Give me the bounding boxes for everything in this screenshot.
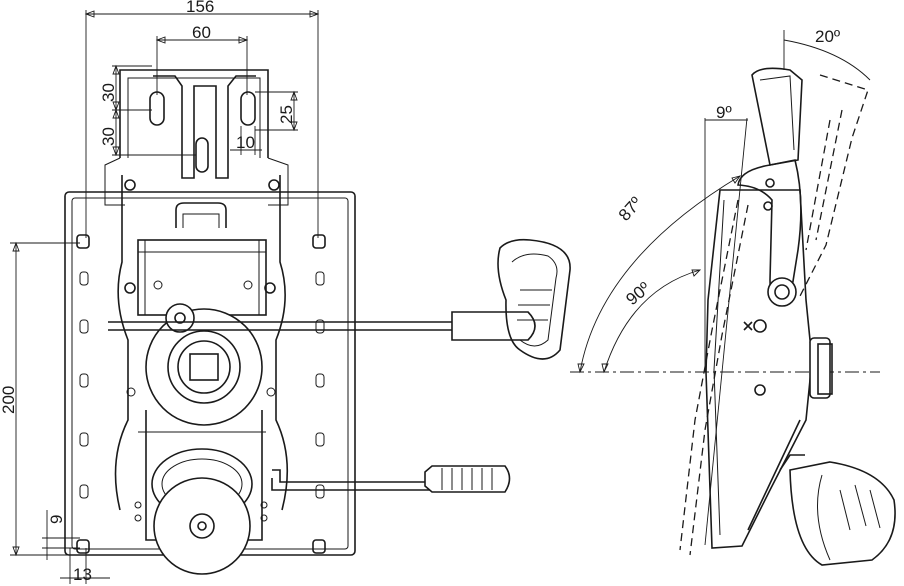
side-mechanism — [705, 67, 813, 549]
front-dimension-labels: 156 60 30 30 25 10 200 9 13 — [0, 0, 296, 584]
upper-bracket — [104, 69, 289, 228]
angle-arcs — [577, 30, 871, 374]
tension-knob — [134, 448, 268, 575]
side-pivot — [767, 277, 797, 307]
side-tension-knob — [789, 461, 896, 566]
front-dimensions — [10, 10, 320, 584]
side-links — [114, 175, 289, 511]
dim-slot-height-bottom: 30 — [99, 127, 118, 146]
upper-linkage — [737, 159, 802, 304]
arc-20 — [783, 39, 871, 81]
dim-slot-offset-right: 25 — [277, 105, 296, 124]
dim-slot-height-top: 30 — [99, 83, 118, 102]
lower-lever-grip — [424, 465, 511, 493]
backrest-top — [751, 67, 803, 166]
dim-overall-width: 156 — [186, 0, 214, 16]
arc-87 — [579, 175, 741, 373]
upper-lever-grip — [451, 311, 536, 341]
dim-hole-offset-bottom: 9 — [47, 515, 66, 524]
upper-lever-paddle — [497, 238, 571, 360]
housing-block — [137, 239, 267, 316]
side-plate — [705, 189, 813, 549]
side-angle-labels: 20º 9º 87º 90º — [615, 27, 840, 309]
slot-left — [149, 91, 165, 126]
slot-right — [240, 91, 256, 126]
lower-lever — [271, 465, 511, 493]
lever-pivot — [165, 303, 195, 333]
dim-slot-width: 10 — [236, 133, 255, 152]
angle-back: 9º — [716, 103, 732, 122]
reclined-position — [679, 74, 869, 556]
dim-hole-offset-left: 13 — [73, 565, 92, 584]
dim-mount-height: 200 — [0, 386, 18, 414]
side-view: 20º 9º 87º 90º — [570, 27, 896, 566]
angle-max-recline: 87º — [615, 193, 646, 224]
angle-seat-plane: 90º — [622, 278, 653, 309]
plate-mounting-holes — [76, 234, 326, 554]
angle-forward-tilt: 20º — [815, 27, 840, 46]
side-knob — [747, 337, 896, 566]
front-view: 156 60 30 30 25 10 200 9 13 — [0, 0, 571, 584]
main-bearing — [145, 308, 263, 426]
central-housing — [137, 239, 267, 541]
upper-lever — [108, 238, 571, 360]
dim-slot-spacing: 60 — [192, 23, 211, 42]
knob-front — [153, 477, 251, 575]
tilted-reference-line — [704, 117, 748, 546]
square-shaft — [189, 353, 219, 381]
slot-center — [195, 137, 209, 173]
arc-90 — [603, 269, 701, 373]
